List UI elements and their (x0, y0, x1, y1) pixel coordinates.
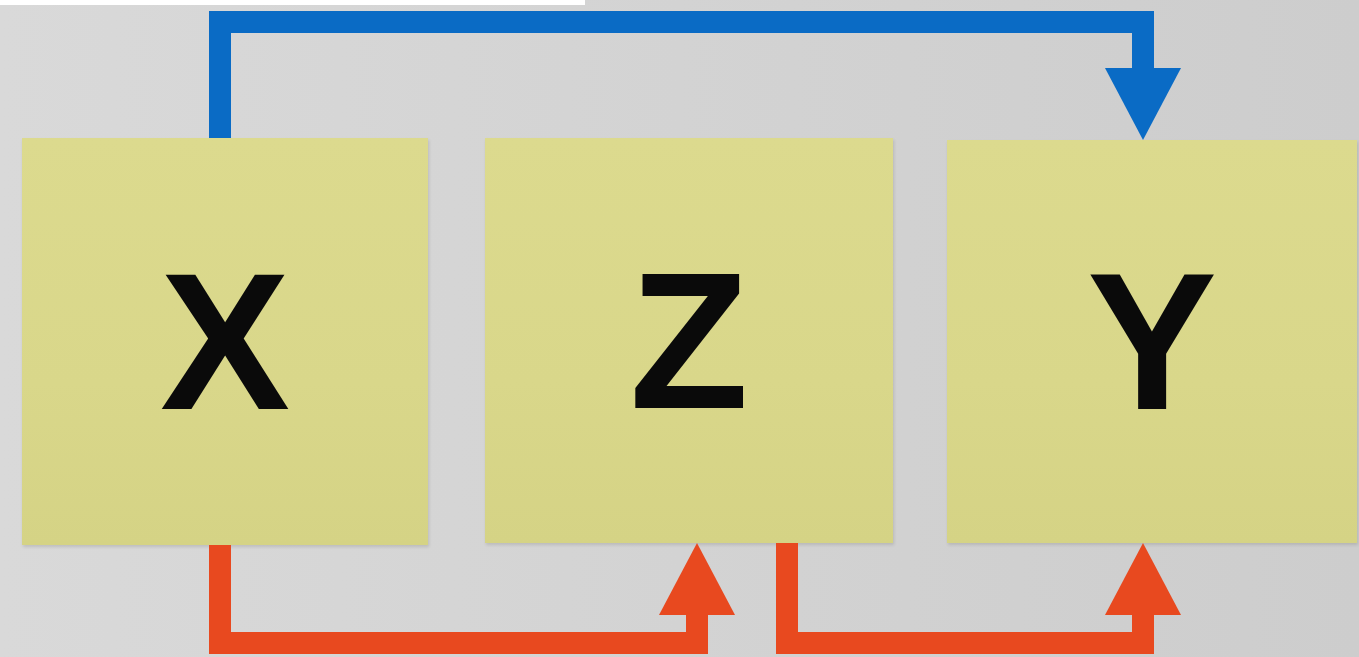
flow-arrow (220, 545, 697, 643)
paper-strip (0, 0, 585, 5)
flow-arrow (220, 22, 1143, 138)
node-letter: X (160, 244, 290, 439)
sticky-note: Y (947, 140, 1357, 543)
node-letter: Y (1087, 244, 1217, 439)
sticky-note: X (22, 138, 428, 545)
flow-arrow (787, 543, 1143, 643)
sticky-note: Z (485, 138, 893, 543)
node-letter: Z (629, 243, 748, 438)
